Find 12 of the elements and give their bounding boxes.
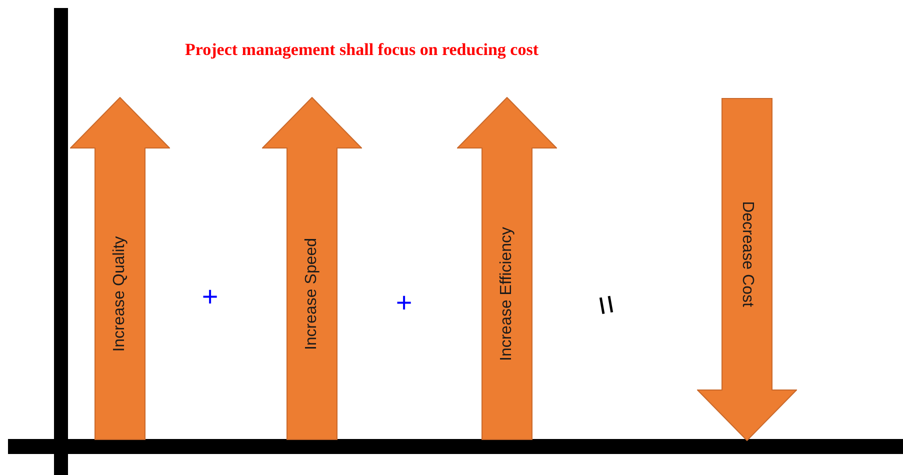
operator-sign: + xyxy=(396,289,412,317)
operator-sign: = xyxy=(588,292,624,318)
arrow-label: Decrease Cost xyxy=(738,201,757,307)
up-block-arrow xyxy=(262,97,362,440)
down-block-arrow xyxy=(697,98,797,441)
arrow-label: Increase Efficiency xyxy=(497,227,516,361)
up-block-arrow xyxy=(457,97,557,440)
arrow-label: Increase Speed xyxy=(302,238,321,350)
operator-sign: + xyxy=(202,283,218,311)
arrow-label: Increase Quality xyxy=(110,236,129,352)
title: Project management shall focus on reducing cost xyxy=(185,39,539,61)
up-block-arrow xyxy=(70,97,170,440)
